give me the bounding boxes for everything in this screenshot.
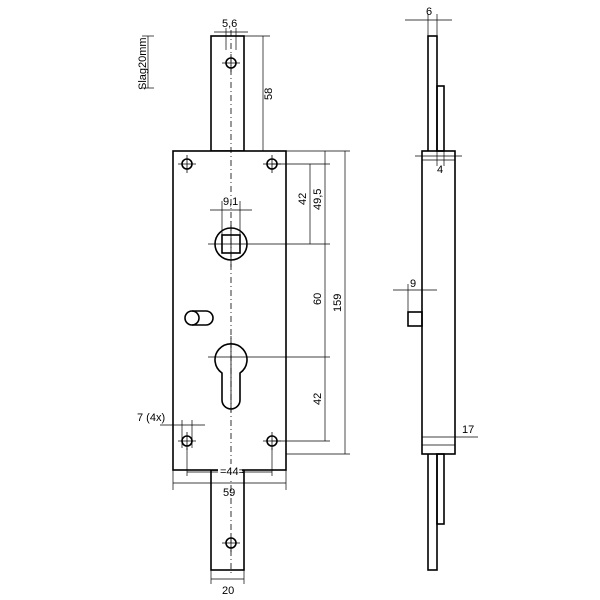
dim-label-20: 20 xyxy=(222,585,234,597)
mounting-hole xyxy=(178,155,196,173)
dim-label-58: 58 xyxy=(263,88,275,100)
dim-label-5-6: 5,6 xyxy=(222,18,237,30)
top-bolt-bar xyxy=(210,35,245,152)
dim-label-7-4x: 7 (4x) xyxy=(137,412,165,424)
stroke-label: Slag20mm xyxy=(137,37,149,90)
dim-label-60: 60 xyxy=(312,293,324,305)
dim-label-49-5: 49,5 xyxy=(312,189,324,210)
dim-label-159: 159 xyxy=(332,294,344,312)
dim-label-59: 59 xyxy=(223,487,235,499)
dim-label-42-bottom: 42 xyxy=(312,393,324,405)
dim-label-17: 17 xyxy=(462,424,474,436)
dim-label-44: =44= xyxy=(220,466,245,478)
dim-label-9: 9 xyxy=(410,278,416,290)
bottom-bolt-bar xyxy=(210,469,245,571)
dim-label-42-top: 42 xyxy=(297,193,309,205)
dim-label-6: 6 xyxy=(426,6,432,18)
side-case-body xyxy=(421,150,456,455)
front-dimensions: 5,6 Slag20mm 58 9,1 42 49,5 60 42 xyxy=(137,18,350,597)
side-view xyxy=(407,35,456,571)
dim-label-4: 4 xyxy=(437,164,443,176)
side-top-bolt xyxy=(436,85,445,152)
side-bottom-bolt xyxy=(436,453,445,525)
dim-label-9-1: 9,1 xyxy=(223,196,238,208)
side-dimensions: 6 4 9 17 xyxy=(393,6,478,454)
front-view xyxy=(172,30,287,575)
latch-knob xyxy=(184,310,214,326)
side-latch xyxy=(407,311,423,327)
